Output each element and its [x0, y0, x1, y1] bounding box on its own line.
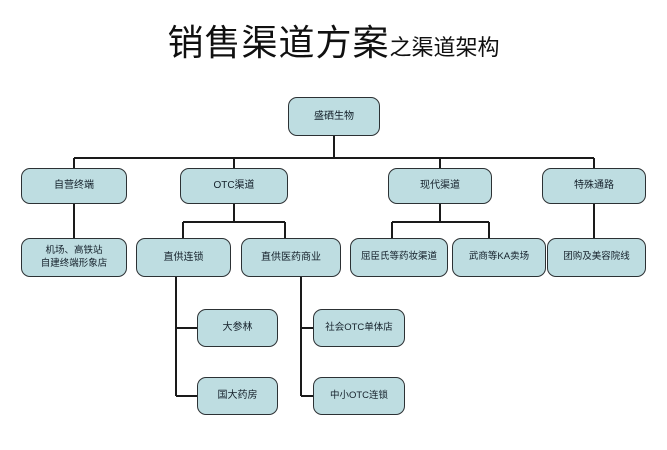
node-root[interactable]: 盛硒生物	[288, 97, 380, 136]
node-root-label: 盛硒生物	[314, 110, 354, 122]
node-dashenlin-label: 大参林	[222, 322, 253, 334]
node-direct-pharma-commerce[interactable]: 直供医药商业	[241, 238, 341, 277]
node-special-channel-label: 特殊通路	[574, 180, 614, 192]
node-direct-pharma-commerce-label: 直供医药商业	[261, 251, 321, 263]
node-small-medium-otc-chain-label: 中小OTC连锁	[329, 389, 389, 401]
node-guoda-pharmacy[interactable]: 国大药房	[197, 377, 278, 415]
node-social-otc-single-store-label: 社会OTC单体店	[325, 321, 393, 333]
node-special-channel[interactable]: 特殊通路	[542, 168, 646, 204]
node-social-otc-single-store[interactable]: 社会OTC单体店	[313, 309, 405, 347]
node-group-buy-beauty[interactable]: 团购及美容院线	[547, 238, 646, 277]
node-watsons-cosmeceutical-label: 屈臣氏等药妆渠道	[360, 251, 437, 263]
node-self-operated-terminal[interactable]: 自营终端	[21, 168, 127, 204]
node-ka-stores[interactable]: 武商等KA卖场	[452, 238, 546, 277]
node-modern-channel[interactable]: 现代渠道	[388, 168, 492, 204]
page-title-suffix: 之渠道架构	[389, 35, 500, 60]
node-self-operated-terminal-label: 自营终端	[54, 180, 94, 192]
node-dashenlin[interactable]: 大参林	[197, 309, 278, 347]
node-direct-chain-label: 直供连锁	[163, 251, 204, 263]
node-small-medium-otc-chain[interactable]: 中小OTC连锁	[313, 377, 405, 415]
node-group-buy-beauty-label: 团购及美容院线	[563, 251, 630, 263]
node-direct-chain[interactable]: 直供连锁	[136, 238, 231, 277]
page-title-main: 销售渠道方案	[167, 23, 390, 63]
node-watsons-cosmeceutical[interactable]: 屈臣氏等药妆渠道	[350, 238, 448, 277]
page-title: 销售渠道方案之渠道架构	[0, 14, 667, 66]
node-airport-rail-stores[interactable]: 机场、高铁站 自建终端形象店	[21, 238, 127, 277]
node-ka-stores-label: 武商等KA卖场	[468, 251, 530, 263]
node-airport-rail-stores-label: 机场、高铁站 自建终端形象店	[40, 244, 108, 269]
node-otc-channel[interactable]: OTC渠道	[180, 168, 288, 204]
node-guoda-pharmacy-label: 国大药房	[217, 390, 258, 402]
node-otc-channel-label: OTC渠道	[213, 180, 255, 192]
node-modern-channel-label: 现代渠道	[420, 180, 460, 192]
